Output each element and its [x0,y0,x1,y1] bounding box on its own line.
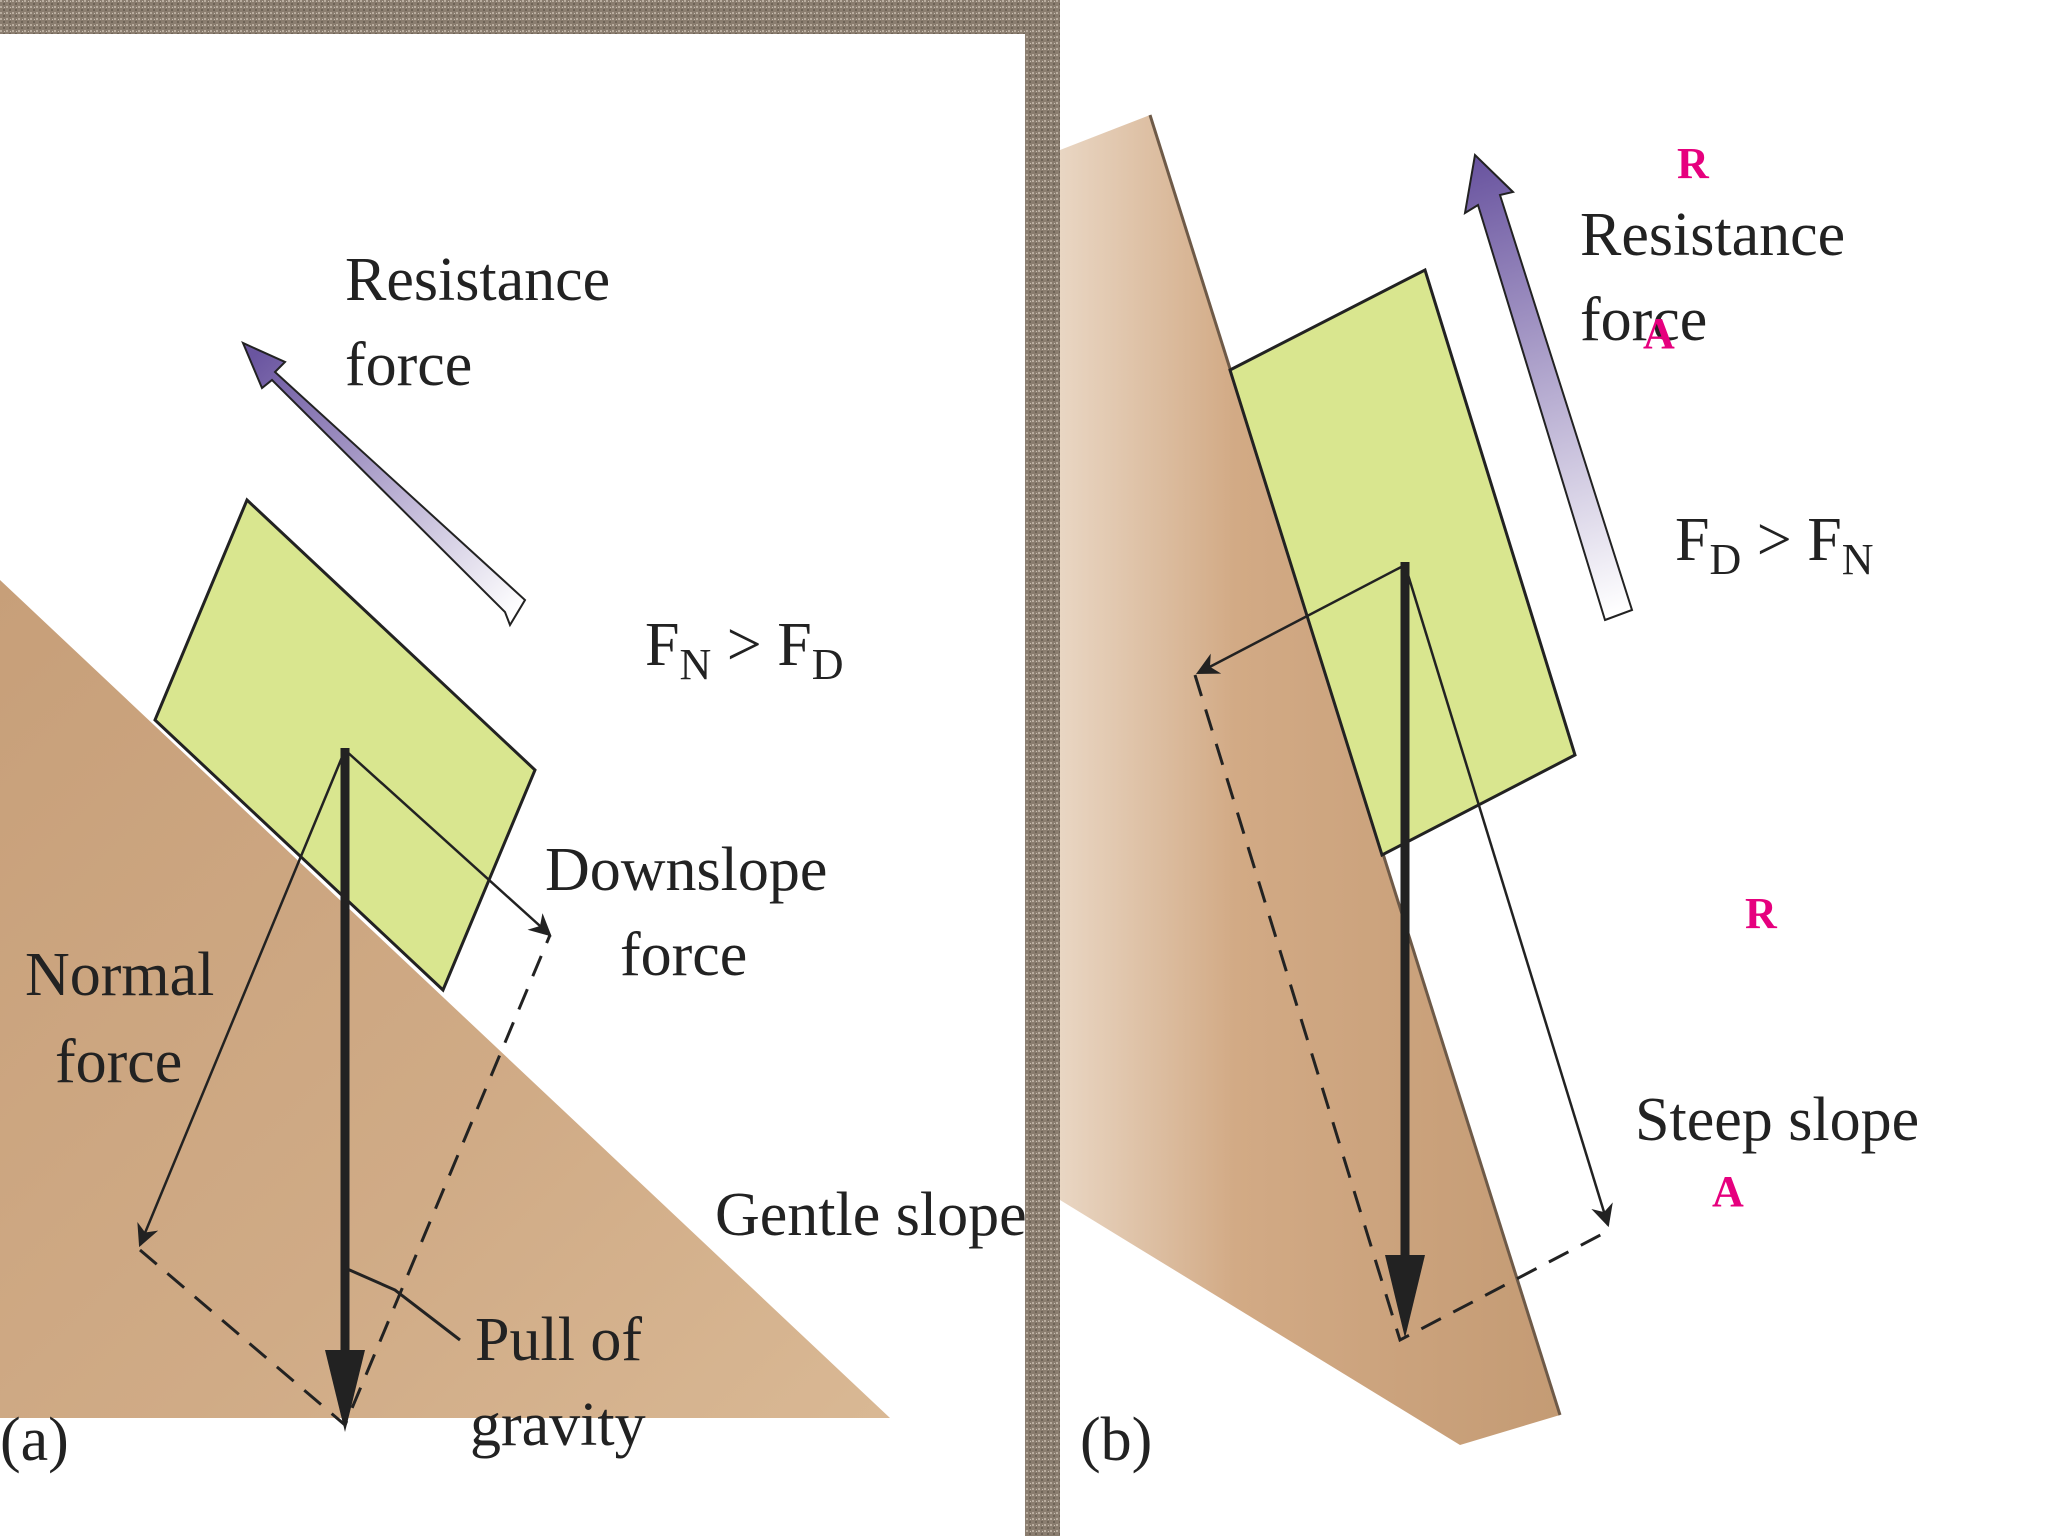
top-border [0,0,1050,34]
panel-a-tag: (a) [0,1406,69,1474]
gentle-slope-label: Gentle slope [715,1181,1027,1249]
equation-b: FD > FN [1675,506,1874,584]
resistance-arrow-a [241,341,527,628]
gravity-arrow-head [325,1350,365,1432]
steep-slope-label: Steep slope [1635,1086,1919,1154]
gravity-label-line2: gravity [470,1391,646,1459]
annotation-mark: A [1643,309,1675,358]
gentle-slope-ground [0,580,890,1418]
downslope-force-arrow-b [1403,564,1613,1228]
resistance-arrow-b [1463,152,1634,622]
resistance-label-a-line2: force [345,331,472,399]
normal-force-arrow-b [1196,563,1406,675]
equation-a: FN > FD [645,611,844,689]
block-a [153,497,537,993]
downslope-label-line1: Downslope [545,836,827,904]
panel-a: Resistance force FN > FD Downslope force… [0,246,1027,1474]
normal-label-line1: Normal [25,941,214,1009]
annotation-mark: A [1712,1167,1744,1216]
resistance-label-b-line1: Resistance [1580,201,1845,269]
downslope-force-arrow [344,749,552,937]
force-parallelogram-b [1193,674,1611,1343]
gravity-label-line1: Pull of [475,1306,642,1374]
annotation-mark: R [1677,139,1710,188]
gravity-leader-line [344,1266,461,1342]
gravity-arrow-head-b [1385,1255,1425,1338]
normal-force-arrow [137,749,347,1248]
steep-slope-ground [1060,115,1560,1445]
downslope-label-line2: force [620,921,747,989]
panel-b: Resistance force FD > FN Steep slope (b)… [1060,114,1919,1474]
resistance-label-b-line2: force [1580,286,1707,354]
resistance-label-a-line1: Resistance [345,246,610,314]
divider-border [1025,0,1060,1536]
annotation-mark: R [1745,889,1778,938]
normal-label-line2: force [55,1028,182,1096]
panel-b-tag: (b) [1080,1406,1152,1474]
